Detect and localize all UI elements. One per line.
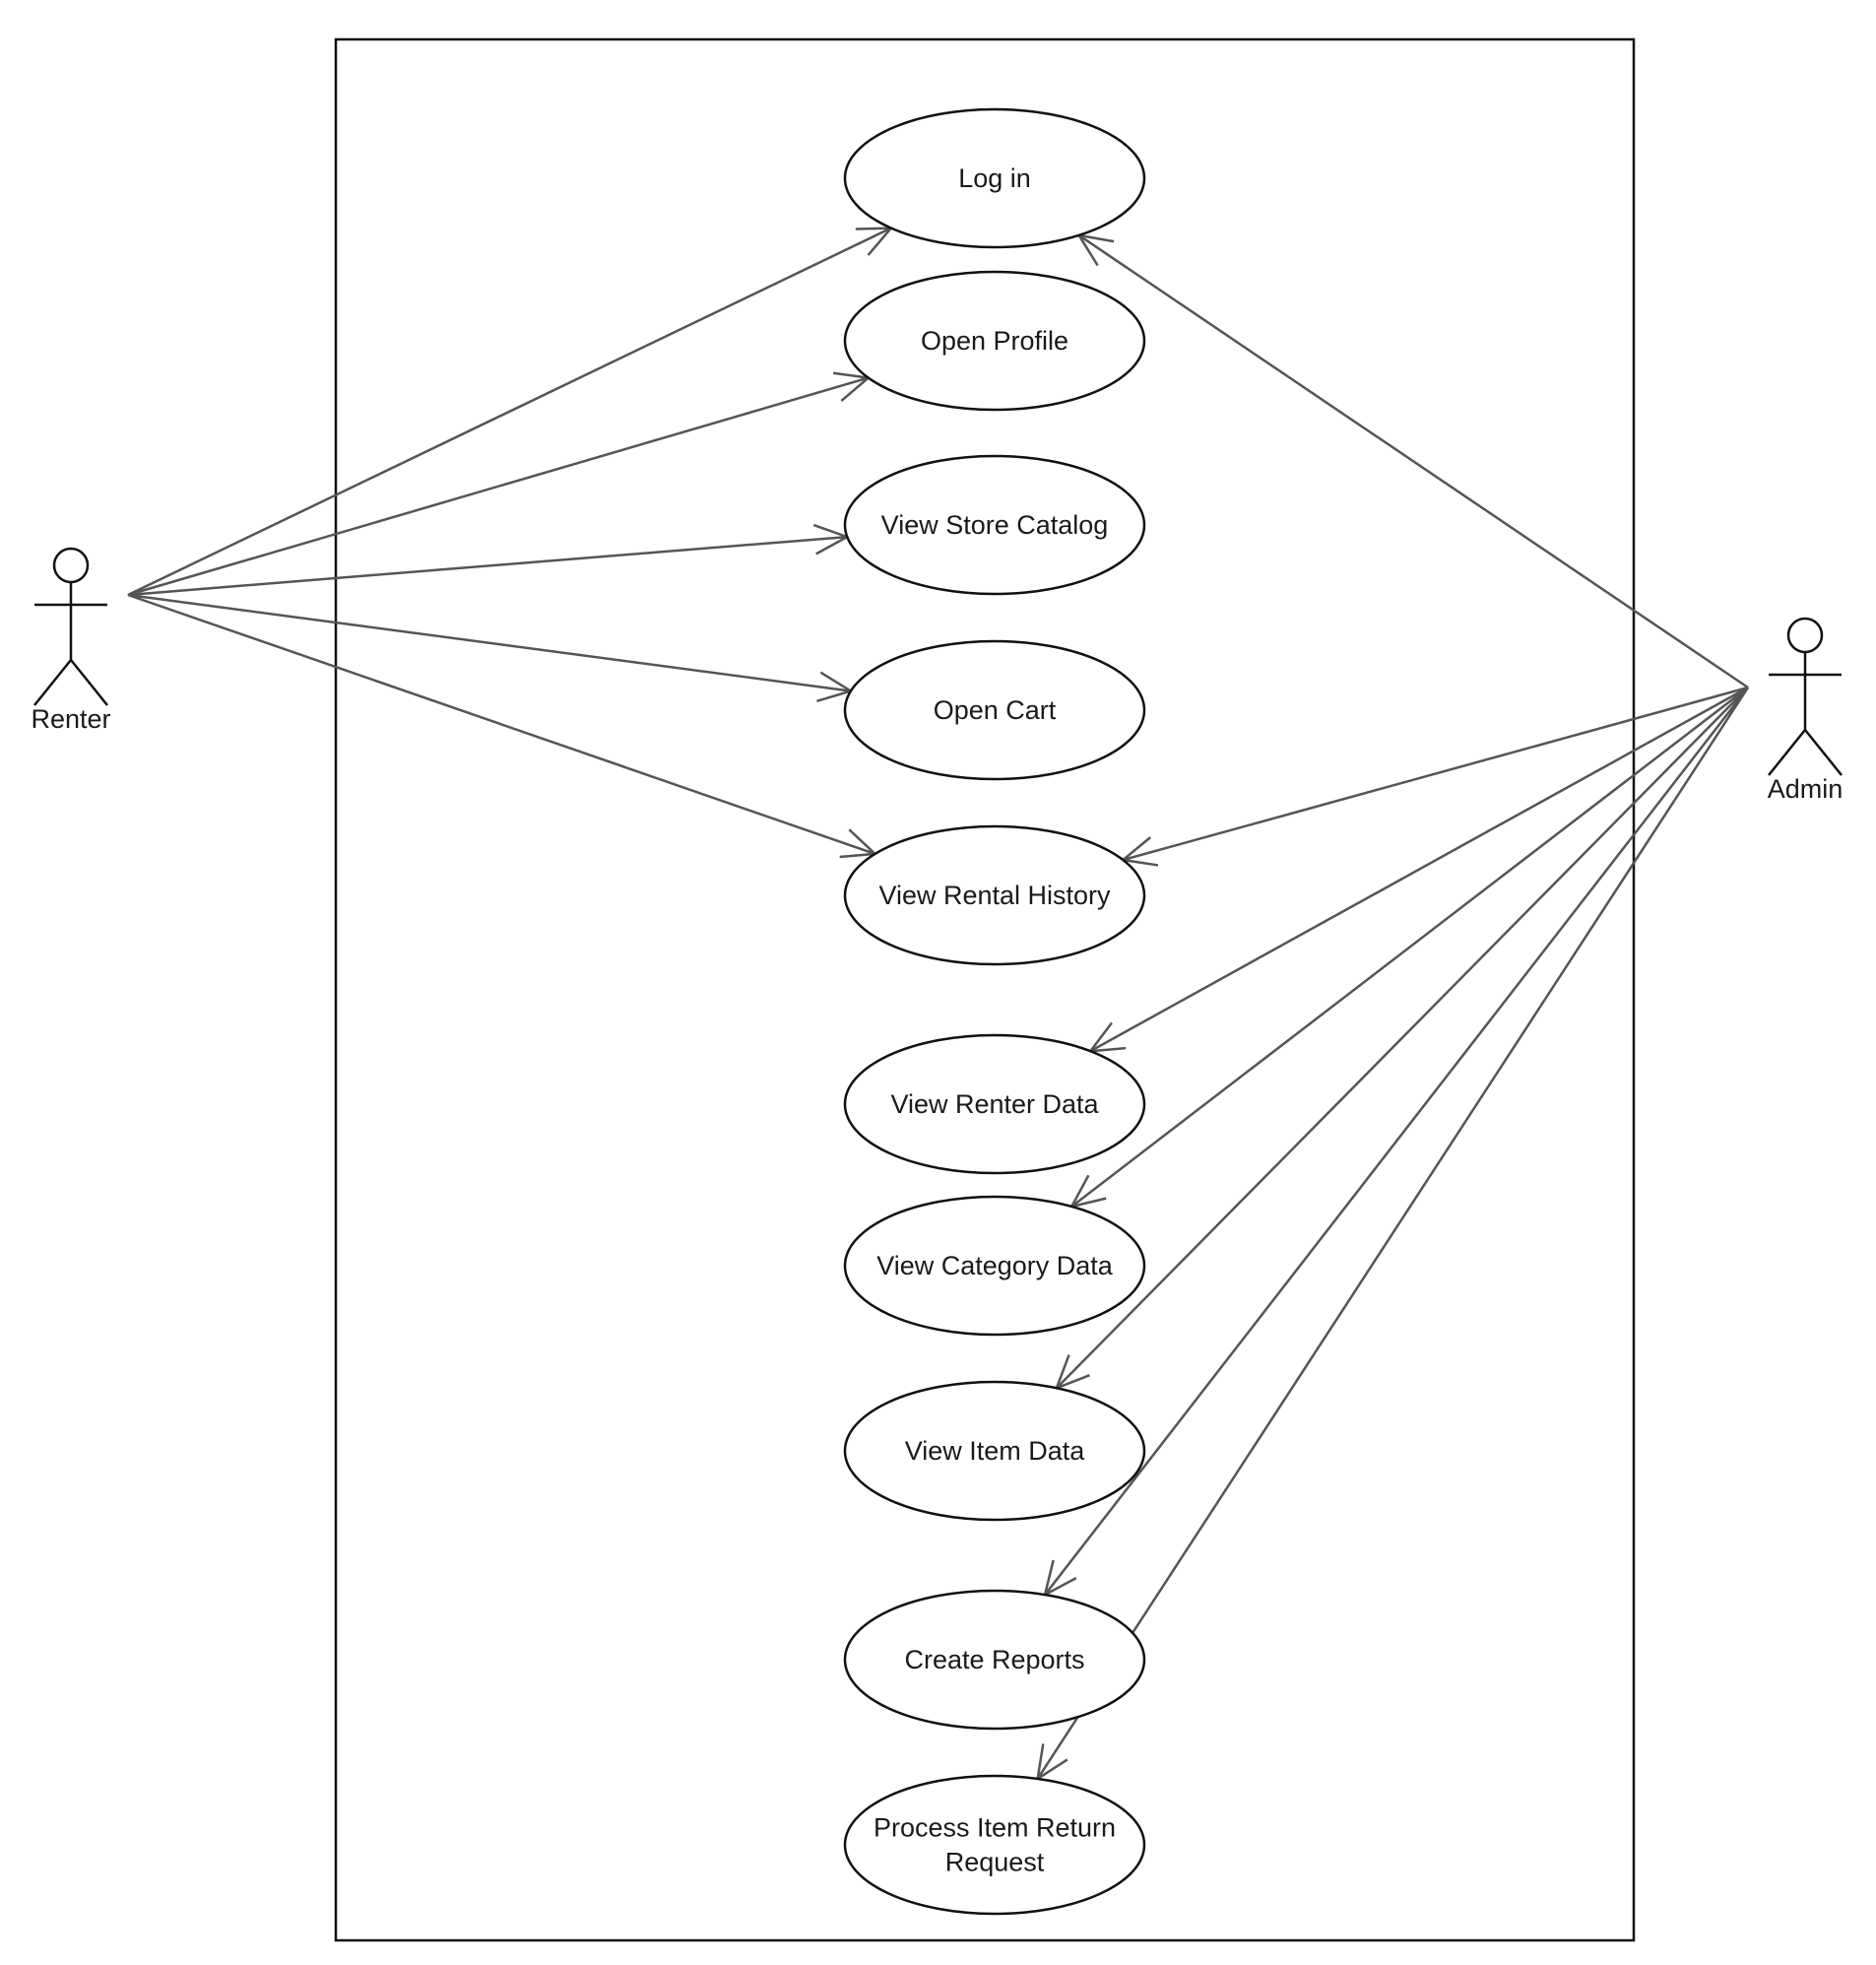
association-line bbox=[1123, 686, 1749, 862]
association-admin-view-rental-history bbox=[1120, 686, 1749, 867]
association-line bbox=[1036, 687, 1750, 1780]
use-case-label: Open Cart bbox=[934, 695, 1057, 725]
stick-figure-icon bbox=[33, 547, 108, 706]
association-line bbox=[1089, 686, 1749, 1053]
stick-figure-icon bbox=[1768, 617, 1843, 776]
association-line bbox=[1070, 687, 1749, 1208]
use-case-log-in: Log in bbox=[843, 107, 1146, 249]
actor-label: Admin bbox=[1768, 774, 1844, 804]
association-renter-open-cart bbox=[127, 593, 855, 703]
association-line bbox=[127, 376, 870, 597]
use-case-label: Log in bbox=[958, 164, 1031, 193]
association-admin-create-reports bbox=[1043, 687, 1749, 1598]
system-boundary bbox=[334, 37, 1636, 1942]
use-case-ellipse bbox=[843, 1033, 1146, 1175]
use-case-label: View Renter Data bbox=[890, 1089, 1099, 1119]
use-case-label: View Store Catalog bbox=[881, 510, 1109, 540]
association-line bbox=[127, 593, 875, 856]
use-case-ellipse bbox=[843, 270, 1146, 412]
use-case-ellipse bbox=[843, 1195, 1146, 1337]
association-admin-view-category-data bbox=[1068, 687, 1749, 1209]
association-line bbox=[127, 593, 852, 692]
use-case-label: Process Item Return bbox=[873, 1813, 1116, 1843]
association-admin-log-in bbox=[1076, 233, 1749, 689]
use-case-view-rental-history: View Rental History bbox=[843, 824, 1146, 966]
use-case-view-renter-data: View Renter Data bbox=[843, 1033, 1146, 1175]
actor-renter: Renter bbox=[31, 547, 111, 734]
use-case-view-store-catalog: View Store Catalog bbox=[843, 454, 1146, 596]
actor-label: Renter bbox=[31, 704, 110, 734]
association-renter-view-rental-history bbox=[127, 593, 878, 859]
association-admin-view-item-data bbox=[1054, 687, 1749, 1391]
association-line bbox=[127, 535, 848, 597]
use-case-open-cart: Open Cart bbox=[843, 639, 1146, 781]
use-case-label: View Category Data bbox=[876, 1251, 1114, 1280]
use-case-ellipse bbox=[843, 454, 1146, 596]
use-case-view-item-data: View Item Data bbox=[843, 1380, 1146, 1522]
association-line bbox=[127, 227, 892, 597]
association-line bbox=[1044, 687, 1749, 1596]
association-renter-open-profile bbox=[127, 371, 872, 597]
use-case-ellipse bbox=[843, 1774, 1146, 1916]
use-case-ellipse bbox=[843, 639, 1146, 781]
use-case-ellipse bbox=[843, 1380, 1146, 1522]
use-case-label: View Rental History bbox=[878, 881, 1111, 910]
use-case-label: View Item Data bbox=[905, 1436, 1086, 1466]
use-case-ellipse bbox=[843, 1589, 1146, 1731]
use-case-label: Create Reports bbox=[904, 1645, 1084, 1674]
use-case-label: Request bbox=[945, 1848, 1045, 1877]
use-case-ellipse bbox=[843, 824, 1146, 966]
use-case-view-category-data: View Category Data bbox=[843, 1195, 1146, 1337]
use-case-ellipse bbox=[843, 107, 1146, 249]
association-line bbox=[1056, 687, 1749, 1390]
association-renter-view-store-catalog bbox=[127, 523, 851, 597]
association-line bbox=[1077, 233, 1749, 689]
association-admin-view-renter-data bbox=[1087, 686, 1749, 1053]
actor-admin: Admin bbox=[1768, 617, 1844, 804]
use-case-create-reports: Create Reports bbox=[843, 1589, 1146, 1731]
use-case-label: Open Profile bbox=[921, 326, 1068, 356]
association-renter-log-in bbox=[127, 227, 894, 597]
association-admin-process-item-return-request bbox=[1035, 687, 1750, 1782]
use-case-open-profile: Open Profile bbox=[843, 270, 1146, 412]
